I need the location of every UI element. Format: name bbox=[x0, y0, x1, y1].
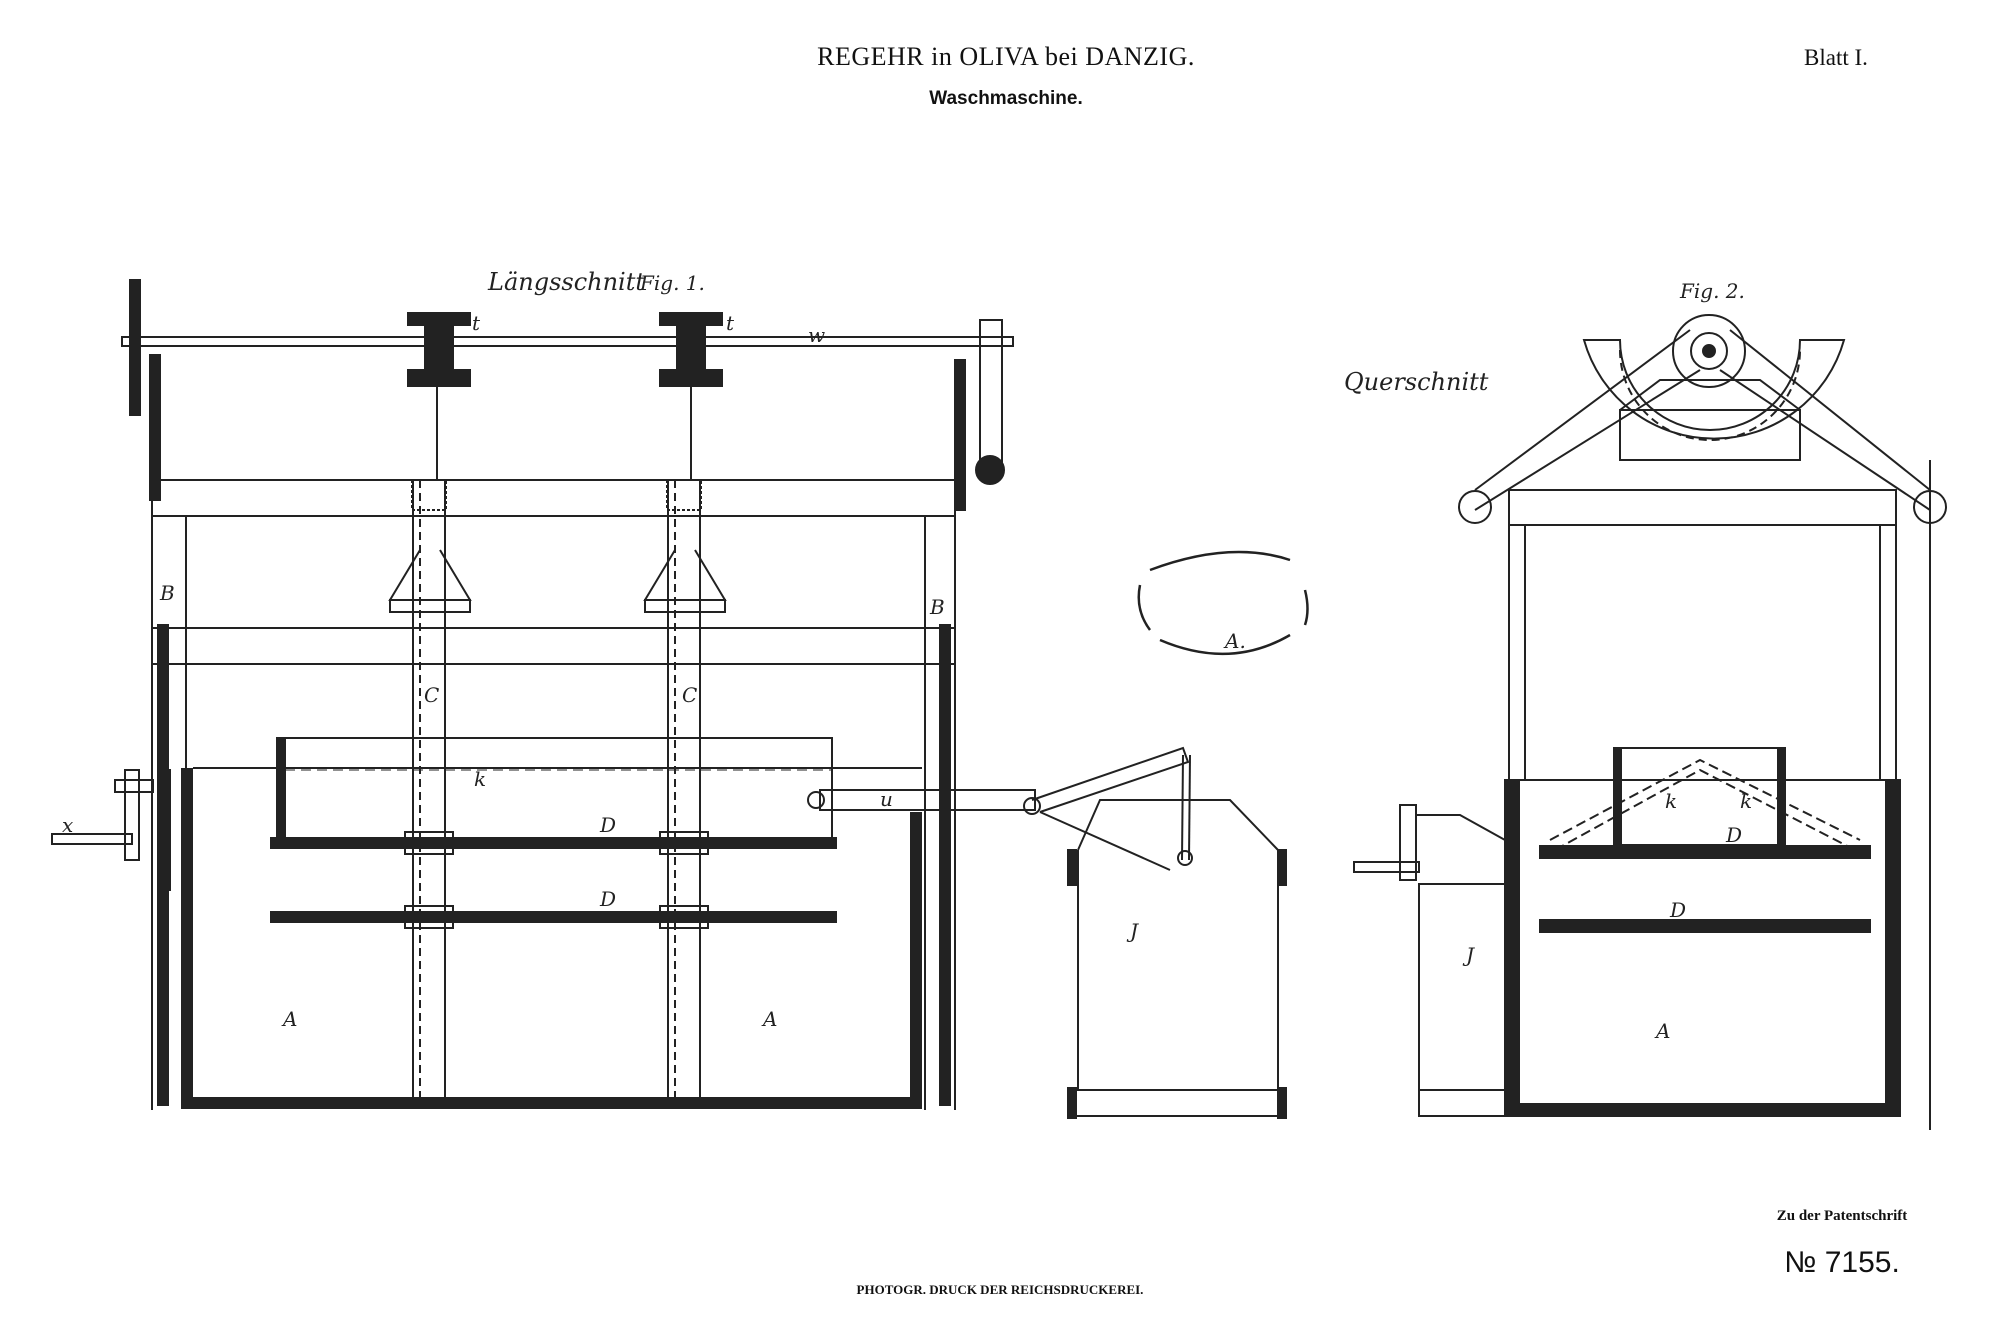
tank-A bbox=[181, 767, 922, 1109]
basket-k bbox=[276, 737, 833, 846]
plate-D-upper bbox=[270, 837, 837, 849]
gear-segment bbox=[1582, 339, 1846, 440]
fig2-label-D: D bbox=[1725, 823, 1742, 847]
fig2-label-J: J bbox=[1462, 943, 1475, 967]
pulley-left bbox=[407, 312, 471, 387]
fig2-label-k: k bbox=[1665, 789, 1677, 813]
header-title: REGEHR in OLIVA bei DANZIG. bbox=[817, 42, 1195, 71]
fig2-section-label: Querschnitt bbox=[1344, 368, 1489, 396]
fig1-section-label: Längsschnitt bbox=[487, 268, 645, 296]
label-D: D bbox=[599, 887, 616, 911]
spindle-left bbox=[388, 479, 472, 1101]
fig2-bucket-J bbox=[1418, 883, 1510, 1117]
spindle-right bbox=[643, 479, 727, 1101]
printer-credit: PHOTOGR. DRUCK DER REICHSDRUCKEREI. bbox=[856, 1282, 1144, 1297]
connecting-rod-u bbox=[819, 789, 1036, 811]
label-w: w bbox=[808, 323, 825, 347]
fig2-label: Fig. 2. bbox=[1679, 279, 1745, 303]
archive-stamp bbox=[1137, 550, 1309, 655]
label-B: B bbox=[159, 581, 175, 605]
crank-handle-left bbox=[51, 769, 171, 891]
patent-number: № 7155. bbox=[1784, 1246, 1900, 1279]
patent-caption: Zu der Patentschrift bbox=[1776, 1208, 1908, 1224]
fig2-label-k: k bbox=[1740, 789, 1752, 813]
stamp-text: A. bbox=[1223, 629, 1246, 653]
fig2-label-D: D bbox=[1669, 898, 1686, 922]
header-subtitle: Waschmaschine. bbox=[929, 88, 1083, 109]
label-C: C bbox=[424, 683, 439, 707]
fig2-top-beam bbox=[1508, 489, 1897, 526]
label-t: t bbox=[472, 311, 481, 335]
sheet-number: Blatt I. bbox=[1804, 45, 1868, 70]
fig2-label-A: A bbox=[1654, 1019, 1670, 1043]
cross-beam bbox=[151, 627, 956, 665]
fig2-basket-k bbox=[1618, 747, 1781, 846]
bucket-J bbox=[1067, 799, 1287, 1119]
handwheel bbox=[129, 279, 141, 416]
label-B: B bbox=[929, 595, 945, 619]
label-t: t bbox=[726, 311, 735, 335]
label-J: J bbox=[1126, 919, 1139, 943]
top-beam bbox=[151, 479, 956, 517]
top-shaft bbox=[121, 336, 1014, 347]
label-k: k bbox=[474, 767, 486, 791]
label-x: x bbox=[62, 813, 73, 837]
label-A: A bbox=[761, 1007, 777, 1031]
label-D: D bbox=[599, 813, 616, 837]
pulley-right bbox=[659, 312, 723, 387]
plate-D-lower bbox=[270, 911, 837, 923]
label-u: u bbox=[880, 787, 893, 811]
fig2-plate-D-upper bbox=[1539, 845, 1871, 859]
lever bbox=[1031, 746, 1190, 813]
label-C: C bbox=[682, 683, 697, 707]
label-A: A bbox=[281, 1007, 297, 1031]
fig1-label: Fig. 1. bbox=[639, 271, 705, 295]
fig2-plate-D-lower bbox=[1539, 919, 1871, 933]
fig1-longitudinal-section bbox=[51, 279, 1287, 1119]
fig2-cross-section bbox=[1353, 314, 1947, 1130]
